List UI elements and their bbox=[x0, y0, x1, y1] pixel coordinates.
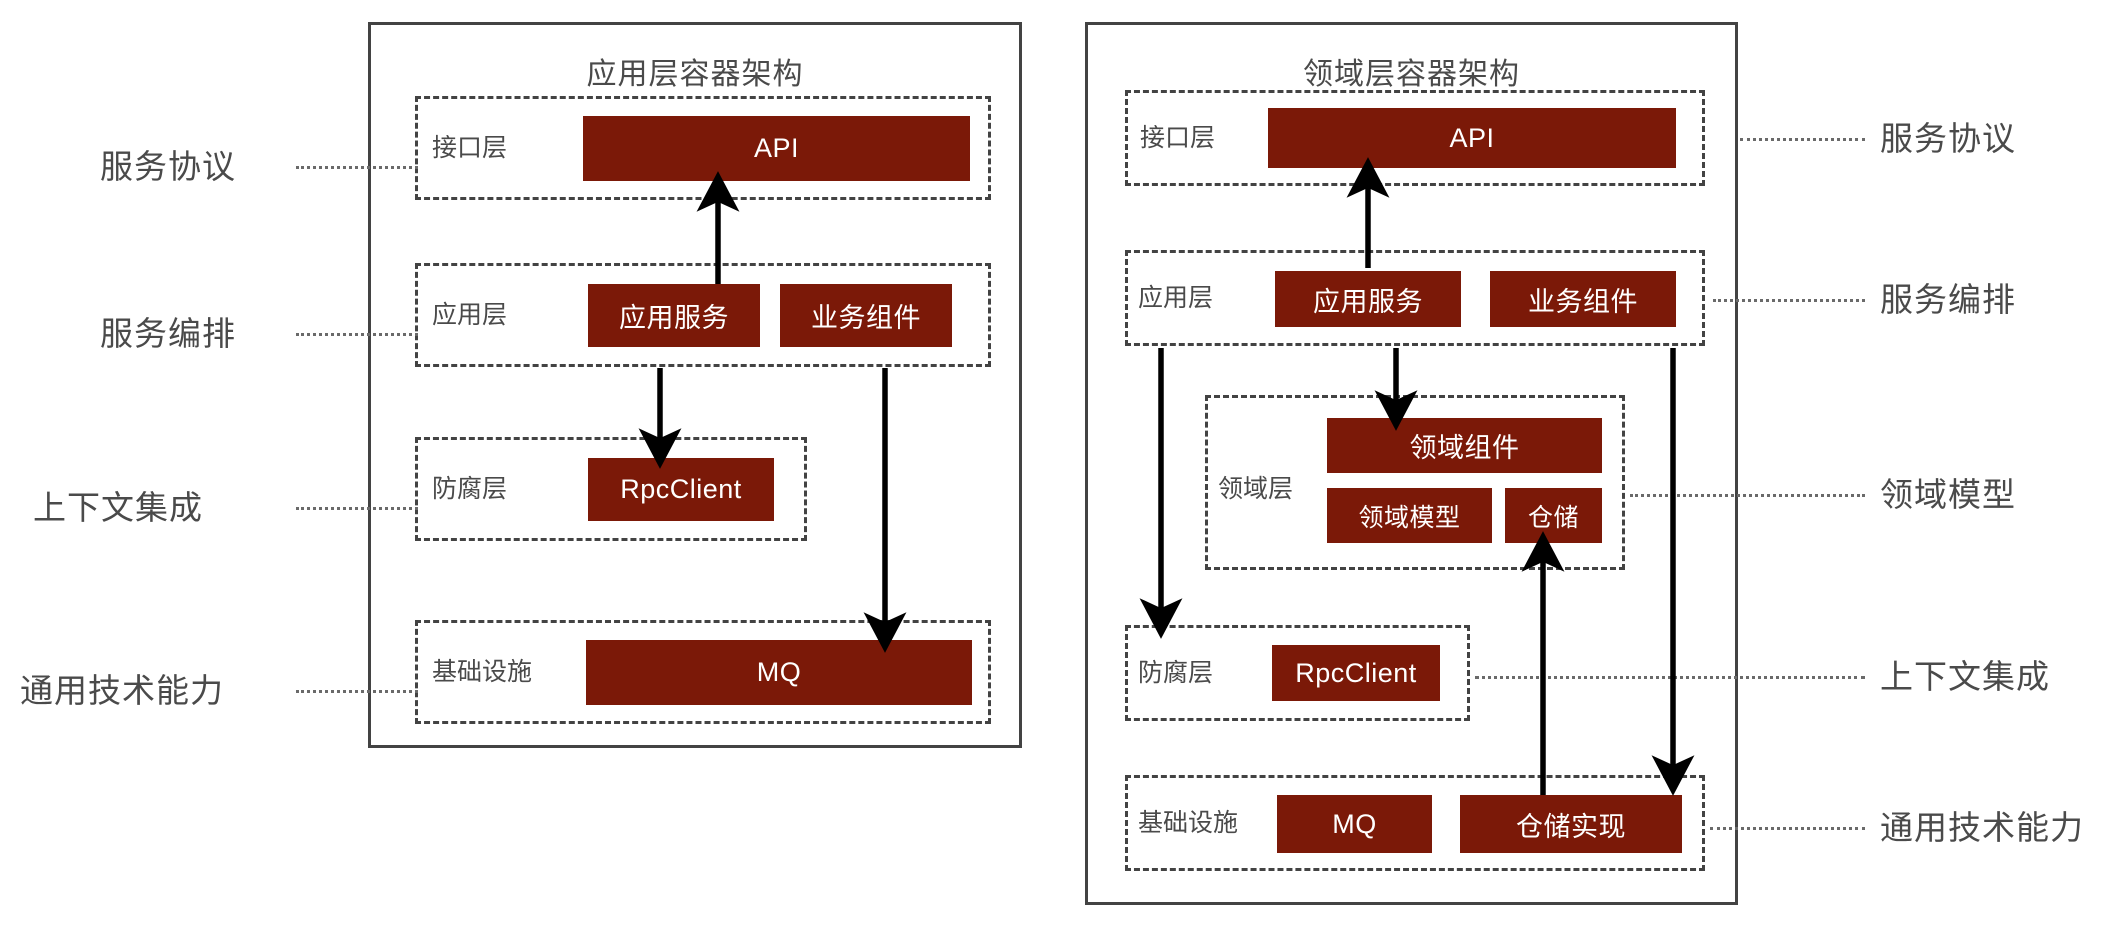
domain-layer-infrastructure-box bbox=[1125, 775, 1705, 871]
app-annotation-general-technical-capability: 通用技术能力 bbox=[20, 672, 224, 709]
domain-layer-application-label: 应用层 bbox=[1138, 284, 1214, 312]
domain-component-business-component: 业务组件 bbox=[1490, 271, 1676, 327]
application-layer-panel-title: 应用层容器架构 bbox=[586, 58, 804, 91]
domain-component-domain-component: 领域组件 bbox=[1327, 418, 1602, 473]
app-layer-application-box bbox=[415, 263, 991, 367]
domain-component-api-label: API bbox=[1449, 122, 1495, 153]
app-annotation-service-orchestration: 服务编排 bbox=[100, 315, 236, 352]
domain-layer-infrastructure-label: 基础设施 bbox=[1138, 809, 1239, 837]
app-layer-anticorruption-box bbox=[415, 437, 807, 541]
domain-annotation-service-orchestration-leader bbox=[1713, 299, 1865, 302]
domain-annotation-general-technical-capability-leader bbox=[1710, 827, 1865, 830]
domain-component-app-service-label: 应用服务 bbox=[1313, 286, 1423, 317]
domain-annotation-service-orchestration: 服务编排 bbox=[1880, 281, 2016, 318]
domain-annotation-context-integration: 上下文集成 bbox=[1880, 658, 2050, 695]
app-annotation-context-integration-leader bbox=[296, 507, 418, 510]
domain-component-repository-impl: 仓储实现 bbox=[1460, 795, 1682, 853]
domain-component-app-service: 应用服务 bbox=[1275, 271, 1461, 327]
domain-annotation-context-integration-leader bbox=[1475, 676, 1865, 679]
app-component-rpc-client-label: RpcClient bbox=[620, 474, 742, 504]
domain-layer-panel-title: 领域层容器架构 bbox=[1303, 58, 1520, 91]
app-component-app-service-label: 应用服务 bbox=[619, 303, 729, 333]
app-annotation-service-protocol-leader bbox=[296, 166, 418, 169]
domain-component-repository-label: 仓储 bbox=[1527, 503, 1579, 532]
domain-annotation-general-technical-capability: 通用技术能力 bbox=[1880, 809, 2084, 846]
domain-layer-interface-label: 接口层 bbox=[1140, 124, 1216, 152]
app-component-mq-label: MQ bbox=[756, 657, 802, 687]
domain-component-mq: MQ bbox=[1277, 795, 1432, 853]
domain-annotation-service-protocol: 服务协议 bbox=[1880, 120, 2016, 157]
app-layer-application-label: 应用层 bbox=[432, 301, 508, 329]
app-component-mq: MQ bbox=[586, 640, 972, 705]
domain-layer-anticorruption-label: 防腐层 bbox=[1138, 659, 1214, 687]
domain-component-repository: 仓储 bbox=[1505, 488, 1602, 543]
app-component-business-component-label: 业务组件 bbox=[811, 303, 921, 333]
app-component-rpc-client: RpcClient bbox=[588, 458, 774, 521]
app-layer-anticorruption-label: 防腐层 bbox=[432, 475, 508, 503]
domain-component-api: API bbox=[1268, 108, 1676, 168]
domain-layer-domain-label: 领域层 bbox=[1218, 475, 1294, 503]
domain-annotation-domain-model: 领域模型 bbox=[1880, 476, 2016, 513]
app-component-api: API bbox=[583, 116, 970, 181]
domain-component-rpc-client-label: RpcClient bbox=[1295, 657, 1417, 688]
domain-component-rpc-client: RpcClient bbox=[1272, 645, 1440, 701]
app-annotation-general-technical-capability-leader bbox=[296, 690, 418, 693]
domain-annotation-domain-model-leader bbox=[1630, 494, 1865, 497]
app-component-api-label: API bbox=[753, 133, 800, 163]
app-layer-infrastructure-box bbox=[415, 620, 991, 724]
domain-component-domain-component-label: 领域组件 bbox=[1409, 433, 1520, 463]
domain-component-mq-label: MQ bbox=[1332, 808, 1377, 839]
app-annotation-service-protocol: 服务协议 bbox=[100, 148, 236, 185]
domain-component-domain-model-label: 领域模型 bbox=[1358, 503, 1461, 532]
app-layer-infrastructure-label: 基础设施 bbox=[432, 658, 533, 686]
app-component-business-component: 业务组件 bbox=[780, 284, 952, 347]
domain-component-domain-model: 领域模型 bbox=[1327, 488, 1492, 543]
domain-layer-anticorruption-box bbox=[1125, 625, 1470, 721]
domain-layer-interface-box bbox=[1125, 90, 1705, 186]
domain-component-repository-impl-label: 仓储实现 bbox=[1516, 811, 1626, 842]
domain-layer-application-box bbox=[1125, 250, 1705, 346]
domain-annotation-service-protocol-leader bbox=[1740, 138, 1865, 141]
domain-component-business-component-label: 业务组件 bbox=[1528, 286, 1638, 317]
app-annotation-context-integration: 上下文集成 bbox=[33, 489, 203, 526]
app-component-app-service: 应用服务 bbox=[588, 284, 760, 347]
app-annotation-service-orchestration-leader bbox=[296, 333, 418, 336]
app-layer-interface-label: 接口层 bbox=[432, 134, 508, 162]
